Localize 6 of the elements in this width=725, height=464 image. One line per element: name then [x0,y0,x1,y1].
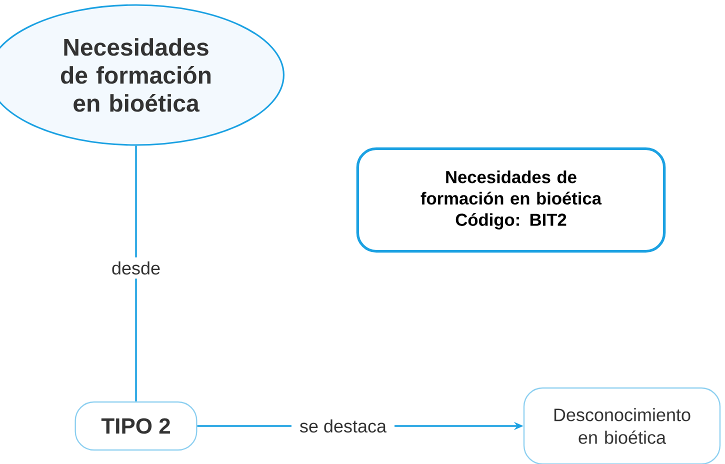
connector [135,146,137,402]
edge-label: desde [104,257,169,279]
concept-box: Desconocimiento en bioética [523,387,721,464]
concept-box: TIPO 2 [74,401,198,451]
edge-label: se destaca [291,415,395,437]
info-box: Necesidades de formación en bioética Código: BIT2 [356,147,666,253]
